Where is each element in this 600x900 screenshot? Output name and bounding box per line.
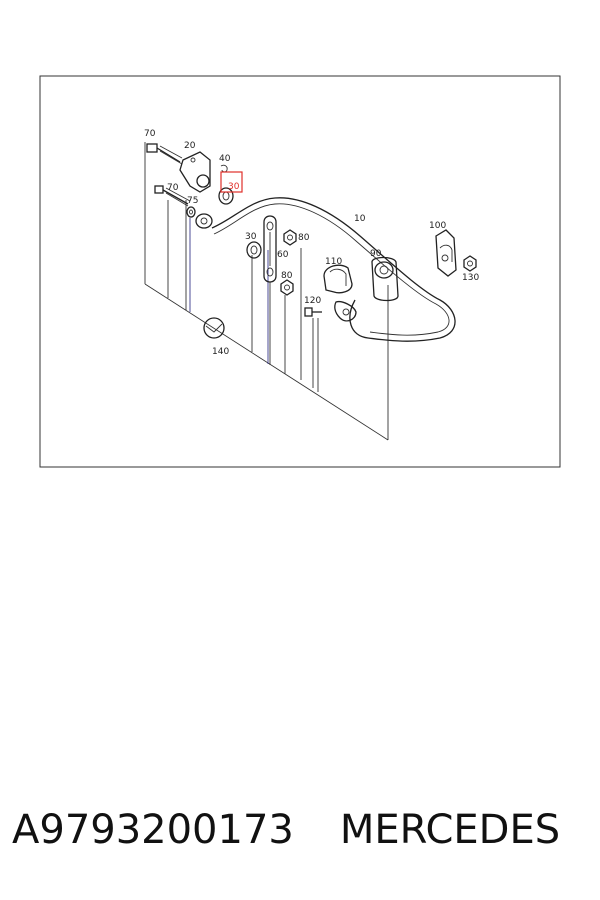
callout-20: 20 — [184, 141, 196, 151]
bushing-90 — [371, 256, 399, 302]
callout-70-lower: 70 — [167, 183, 179, 193]
base-plane — [144, 142, 389, 441]
link-rod-60 — [263, 215, 277, 283]
washer-75 — [186, 206, 196, 218]
leader-lines — [167, 200, 319, 392]
callout-10: 10 — [354, 214, 366, 224]
callout-110: 110 — [325, 257, 342, 267]
callout-130: 130 — [462, 273, 479, 283]
stabilizer-bar — [211, 197, 456, 342]
bolt-70-lower — [154, 185, 191, 207]
brand-name: MERCEDES — [339, 807, 561, 853]
diagram-frame — [39, 75, 561, 468]
callout-30-lower: 30 — [245, 232, 257, 242]
link-end — [195, 213, 213, 229]
bracket-20 — [179, 151, 211, 193]
nut-130 — [463, 255, 477, 272]
bushing-30-lower — [246, 241, 262, 259]
callout-30-highlighted: 30 — [228, 182, 240, 192]
part-number: A9793200173 — [12, 807, 294, 853]
nut-80-lower — [280, 279, 294, 296]
bracket-100 — [435, 229, 457, 277]
callout-90: 90 — [370, 249, 382, 259]
nut-80-upper — [283, 229, 297, 246]
bolt-70-top — [146, 143, 183, 165]
highlight-box — [220, 171, 243, 193]
callout-60: 60 — [277, 250, 289, 260]
callout-labels: 70 20 40 30 70 75 10 100 30 80 60 90 110… — [144, 129, 479, 357]
callout-40: 40 — [219, 154, 231, 164]
callout-120: 120 — [304, 296, 321, 306]
callout-75: 75 — [187, 196, 198, 206]
callout-140: 140 — [212, 347, 229, 357]
callout-80-lower: 80 — [281, 271, 293, 281]
bolt-120 — [304, 307, 322, 317]
wrench-140 — [203, 317, 225, 339]
clamp-110 — [323, 264, 357, 322]
part-caption: A9793200173 MERCEDES — [12, 800, 592, 860]
callout-80-upper: 80 — [298, 233, 310, 243]
callout-100: 100 — [429, 221, 446, 231]
callout-70-top: 70 — [144, 129, 156, 139]
